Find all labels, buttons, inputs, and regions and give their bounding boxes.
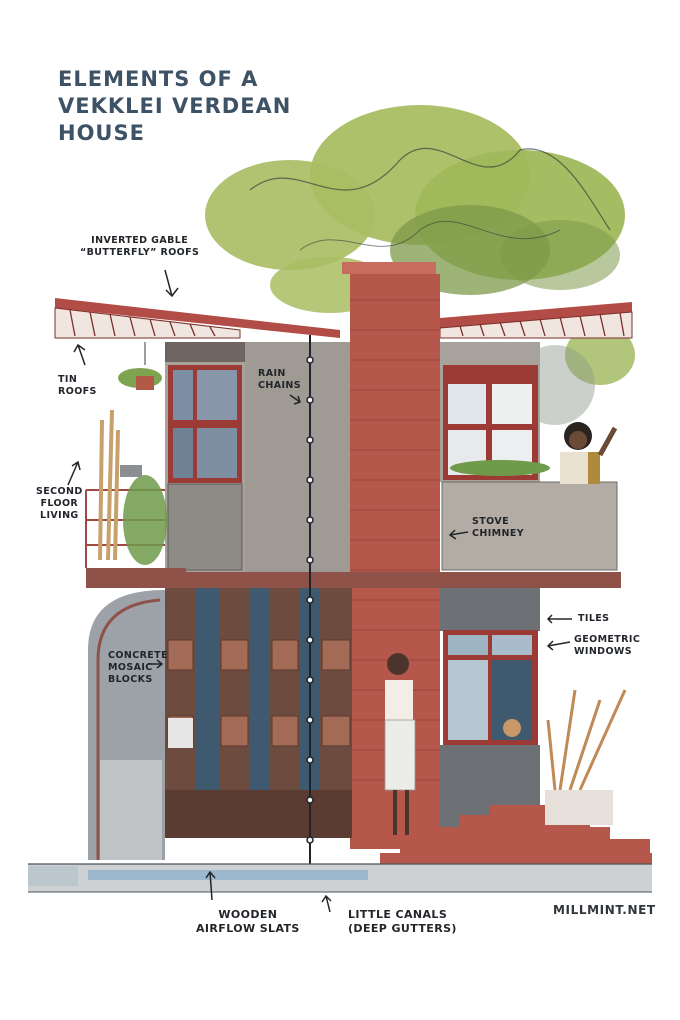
label-little-canals: LITTLE CANALS (DEEP GUTTERS) bbox=[348, 908, 457, 936]
right-balcony bbox=[442, 482, 617, 570]
ground bbox=[28, 864, 652, 892]
tiles-wall bbox=[440, 586, 540, 631]
label-tin-roofs: TIN ROOFS bbox=[58, 374, 97, 398]
upper-left-window bbox=[168, 365, 242, 483]
hanging-plant bbox=[118, 342, 162, 390]
label-second-floor-living: SECOND FLOOR LIVING bbox=[36, 486, 83, 522]
label-concrete-mosaic: CONCRETE MOSAIC BLOCKS bbox=[108, 650, 168, 686]
pampas-grass bbox=[548, 690, 625, 790]
label-rain-chains: RAIN CHAINS bbox=[258, 368, 301, 392]
upper-right-window bbox=[440, 342, 550, 482]
title-line-1: ELEMENTS OF A bbox=[58, 66, 291, 93]
label-tiles: TILES bbox=[578, 613, 609, 625]
label-stove-chimney: STOVE CHIMNEY bbox=[472, 516, 524, 540]
label-wooden-slats: WOODEN AIRFLOW SLATS bbox=[196, 908, 300, 936]
label-inverted-gable: INVERTED GABLE “BUTTERFLY” ROOFS bbox=[80, 235, 199, 259]
diagram-title: ELEMENTS OF A VEKKLEI VERDEAN HOUSE bbox=[58, 66, 291, 147]
title-line-3: HOUSE bbox=[58, 120, 291, 147]
title-line-2: VEKKLEI VERDEAN bbox=[58, 93, 291, 120]
site-credit: MILLMINT.NET bbox=[553, 903, 656, 917]
person-waving bbox=[560, 422, 615, 484]
geometric-window bbox=[443, 630, 538, 745]
lower-facade bbox=[165, 588, 352, 838]
label-geometric-windows: GEOMETRIC WINDOWS bbox=[574, 634, 640, 658]
